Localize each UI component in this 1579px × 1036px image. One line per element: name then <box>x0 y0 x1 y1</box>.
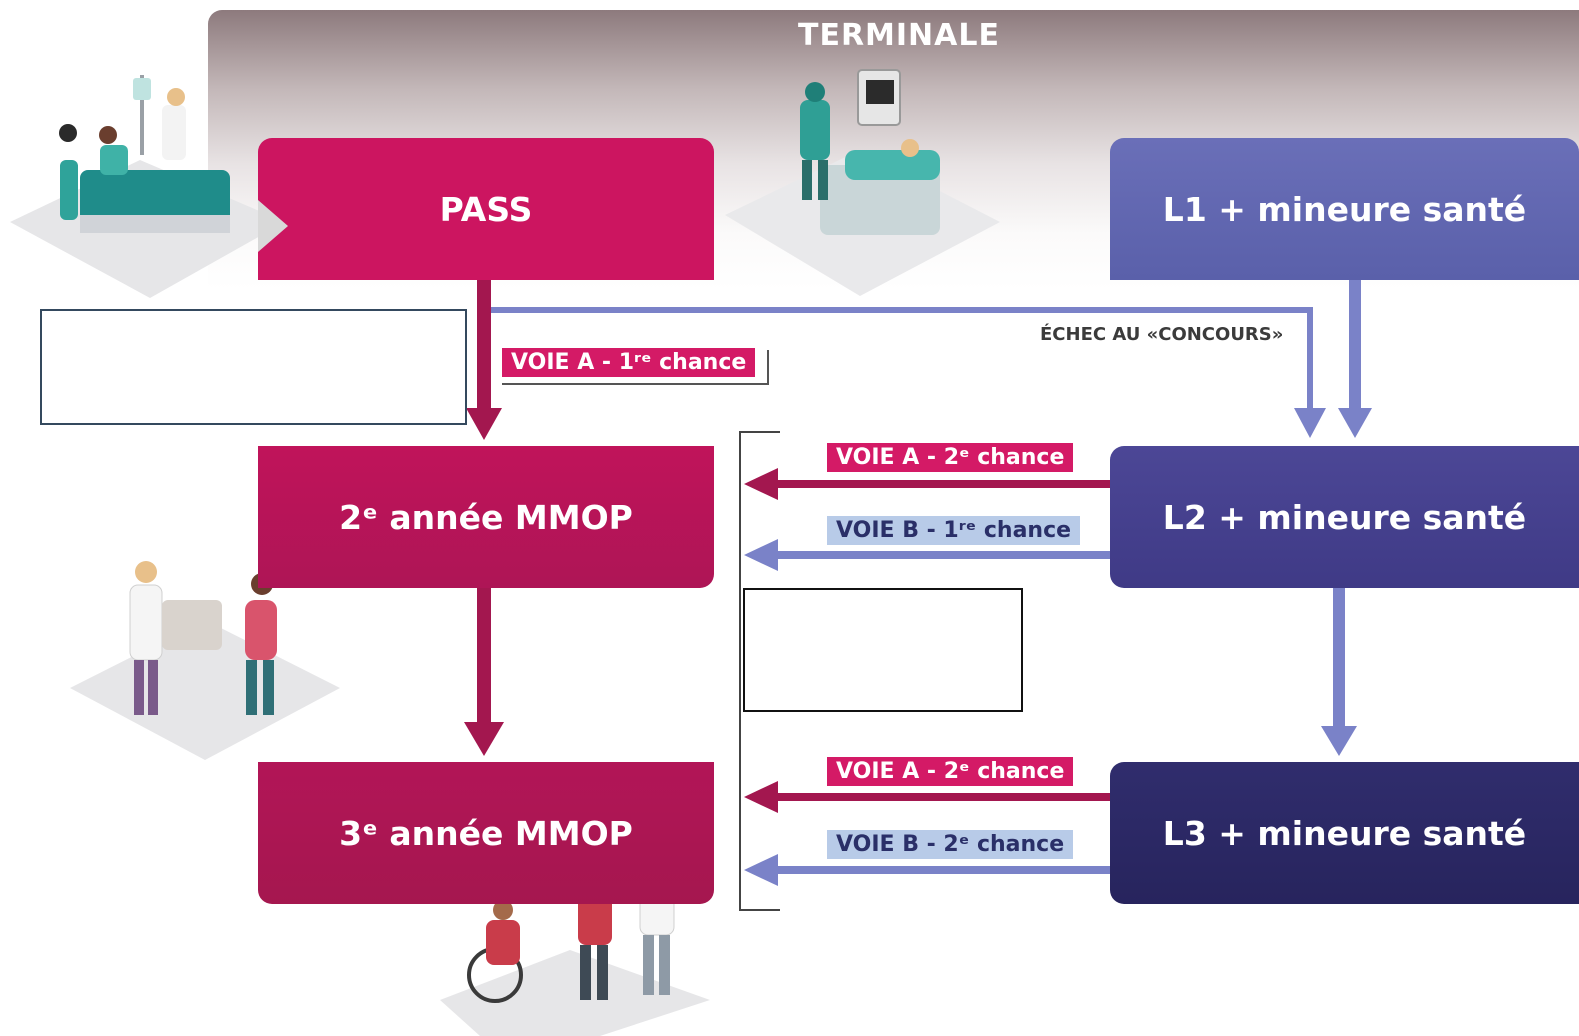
voie-a-2e-chance-tag-l2: VOIE A - 2ᵉ chance <box>827 443 1074 472</box>
arrow-l1-to-l2 <box>1338 280 1372 438</box>
arrow-pass-to-mmop2 <box>466 280 502 440</box>
voie-a-1re-chance-tag: VOIE A - 1ʳᵉ chance <box>502 348 756 377</box>
mmop3-box: 3ᵉ année MMOP <box>258 762 714 904</box>
l1-box: L1 + mineure santé <box>1110 138 1579 280</box>
l3-box: L3 + mineure santé <box>1110 762 1579 904</box>
blank-box-center <box>743 588 1023 712</box>
arrow-mmop2-to-mmop3 <box>464 588 504 756</box>
mmop3-label: 3ᵉ année MMOP <box>339 813 633 853</box>
l3-label: L3 + mineure santé <box>1162 813 1527 853</box>
voie-a-2e-chance-tag-l3: VOIE A - 2ᵉ chance <box>827 757 1074 786</box>
voie-b-1re-chance-tag: VOIE B - 1ʳᵉ chance <box>827 516 1081 545</box>
bracket <box>739 431 780 911</box>
arrow-echec-to-l2 <box>491 307 1326 438</box>
l1-label: L1 + mineure santé <box>1162 189 1527 229</box>
arrow-l3-voie-b <box>744 854 1110 886</box>
blank-box-left <box>40 309 467 425</box>
arrow-l3-voie-a <box>744 781 1110 813</box>
voie-a1-bracket <box>502 350 769 385</box>
consultation-illustration <box>70 561 340 760</box>
operating-room-illustration <box>725 69 1000 296</box>
voie-b-2e-chance-tag: VOIE B - 2ᵉ chance <box>827 830 1074 859</box>
pass-notch <box>258 200 288 252</box>
mmop2-label: 2ᵉ année MMOP <box>339 497 633 537</box>
l2-box: L2 + mineure santé <box>1110 446 1579 588</box>
mmop2-box: 2ᵉ année MMOP <box>258 446 714 588</box>
arrow-l2-voie-b <box>744 539 1110 571</box>
pass-label: PASS <box>439 189 533 229</box>
hospital-room-illustration <box>10 75 285 298</box>
l2-label: L2 + mineure santé <box>1162 497 1527 537</box>
pass-box: PASS <box>258 138 714 280</box>
arrow-l2-to-l3 <box>1321 588 1357 756</box>
arrow-l2-voie-a <box>744 468 1110 500</box>
echec-label: ÉCHEC AU «CONCOURS» <box>1040 324 1284 345</box>
banner-title: TERMINALE <box>797 18 1000 53</box>
